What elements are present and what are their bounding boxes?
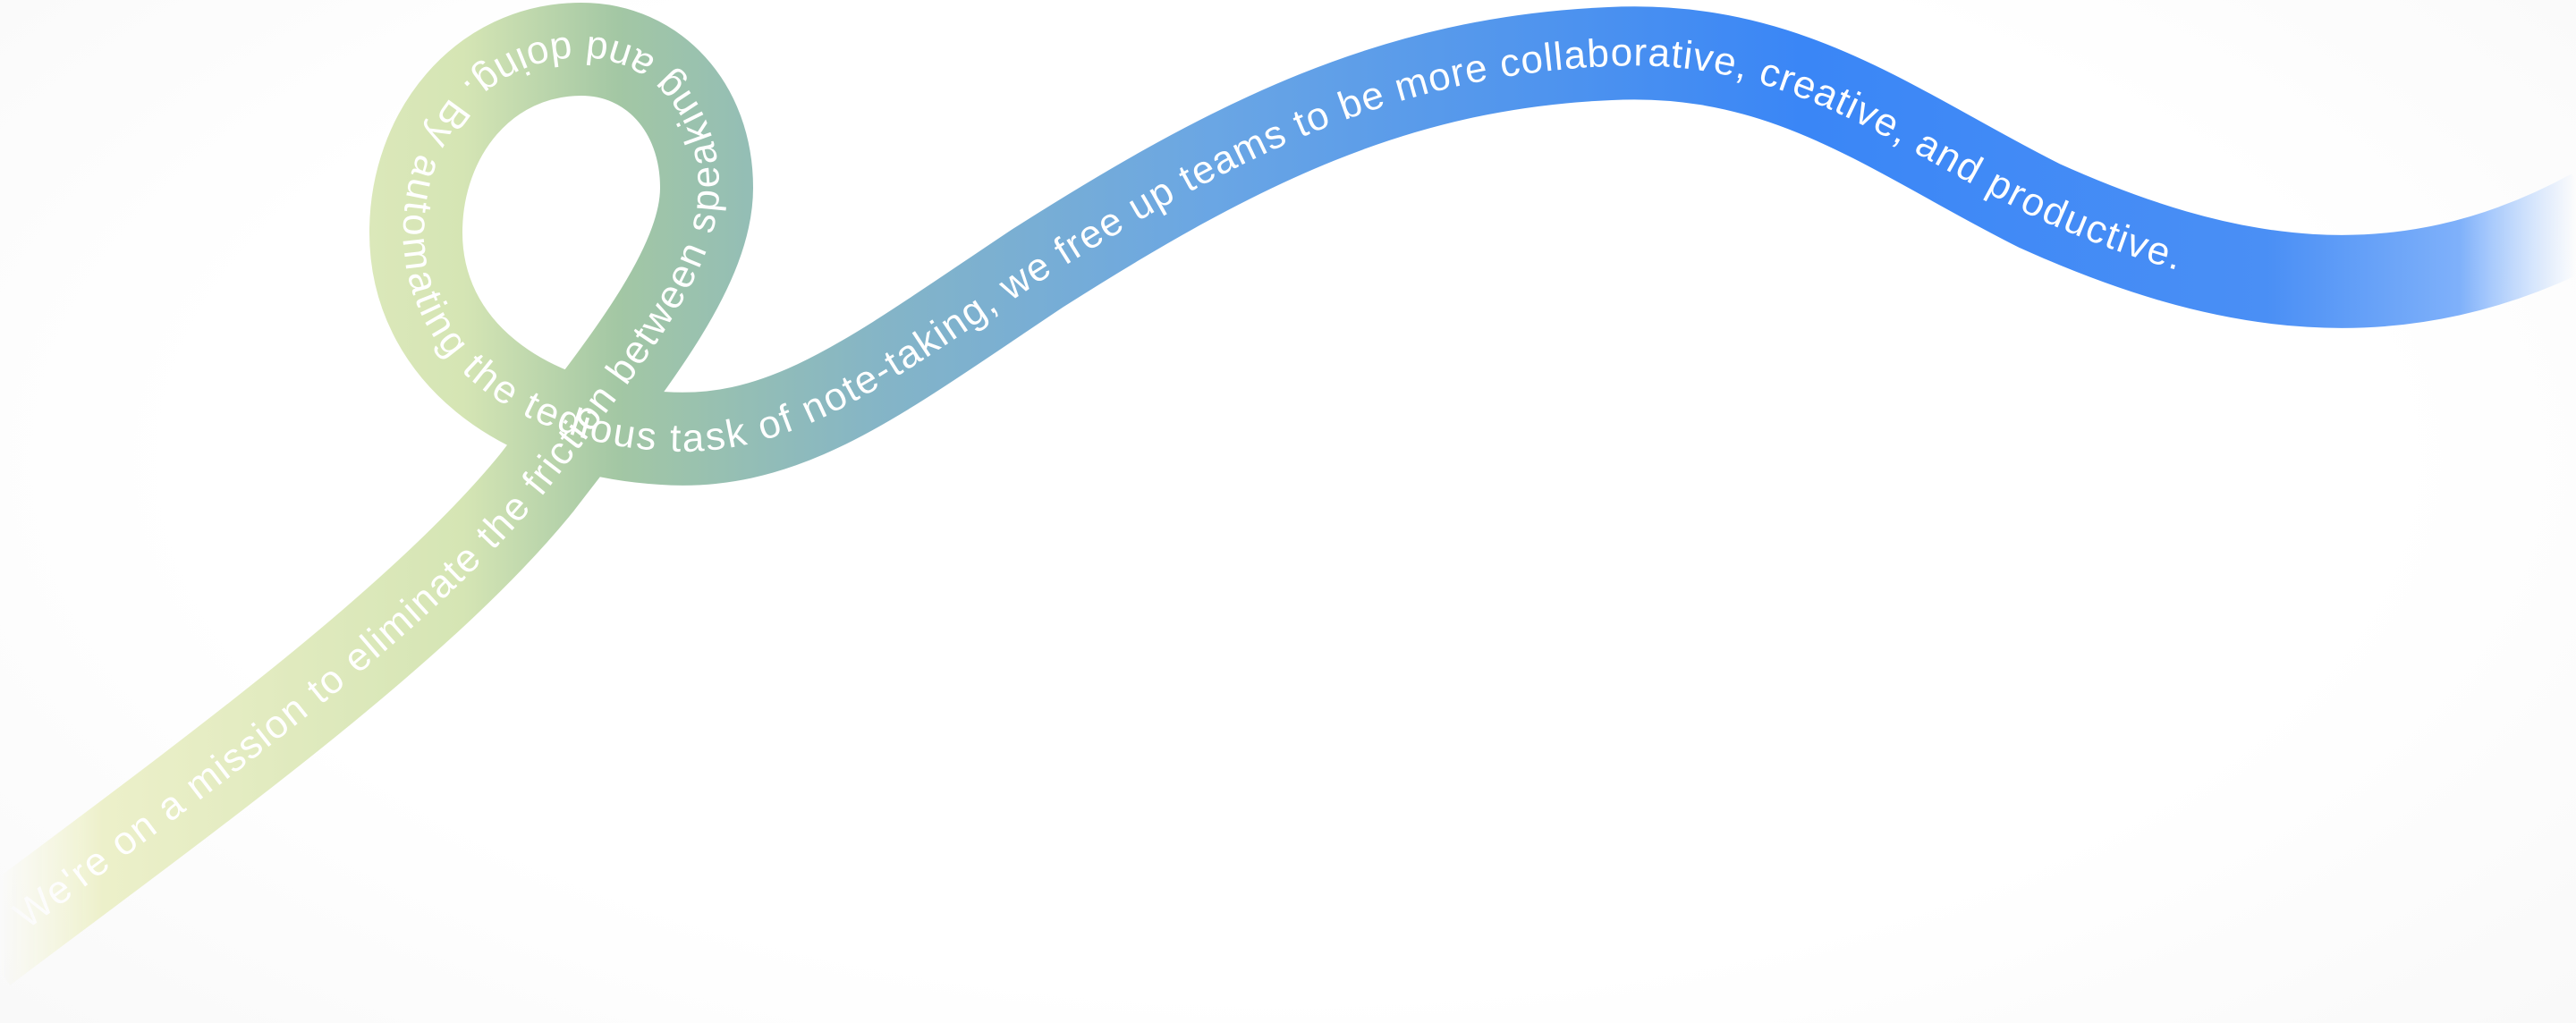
- ribbon-band: We're on a mission to eliminate the fric…: [0, 28, 2576, 948]
- ribbon-text: We're on a mission to eliminate the fric…: [6, 28, 2189, 937]
- mission-statement: We're on a mission to eliminate the fric…: [6, 28, 2187, 937]
